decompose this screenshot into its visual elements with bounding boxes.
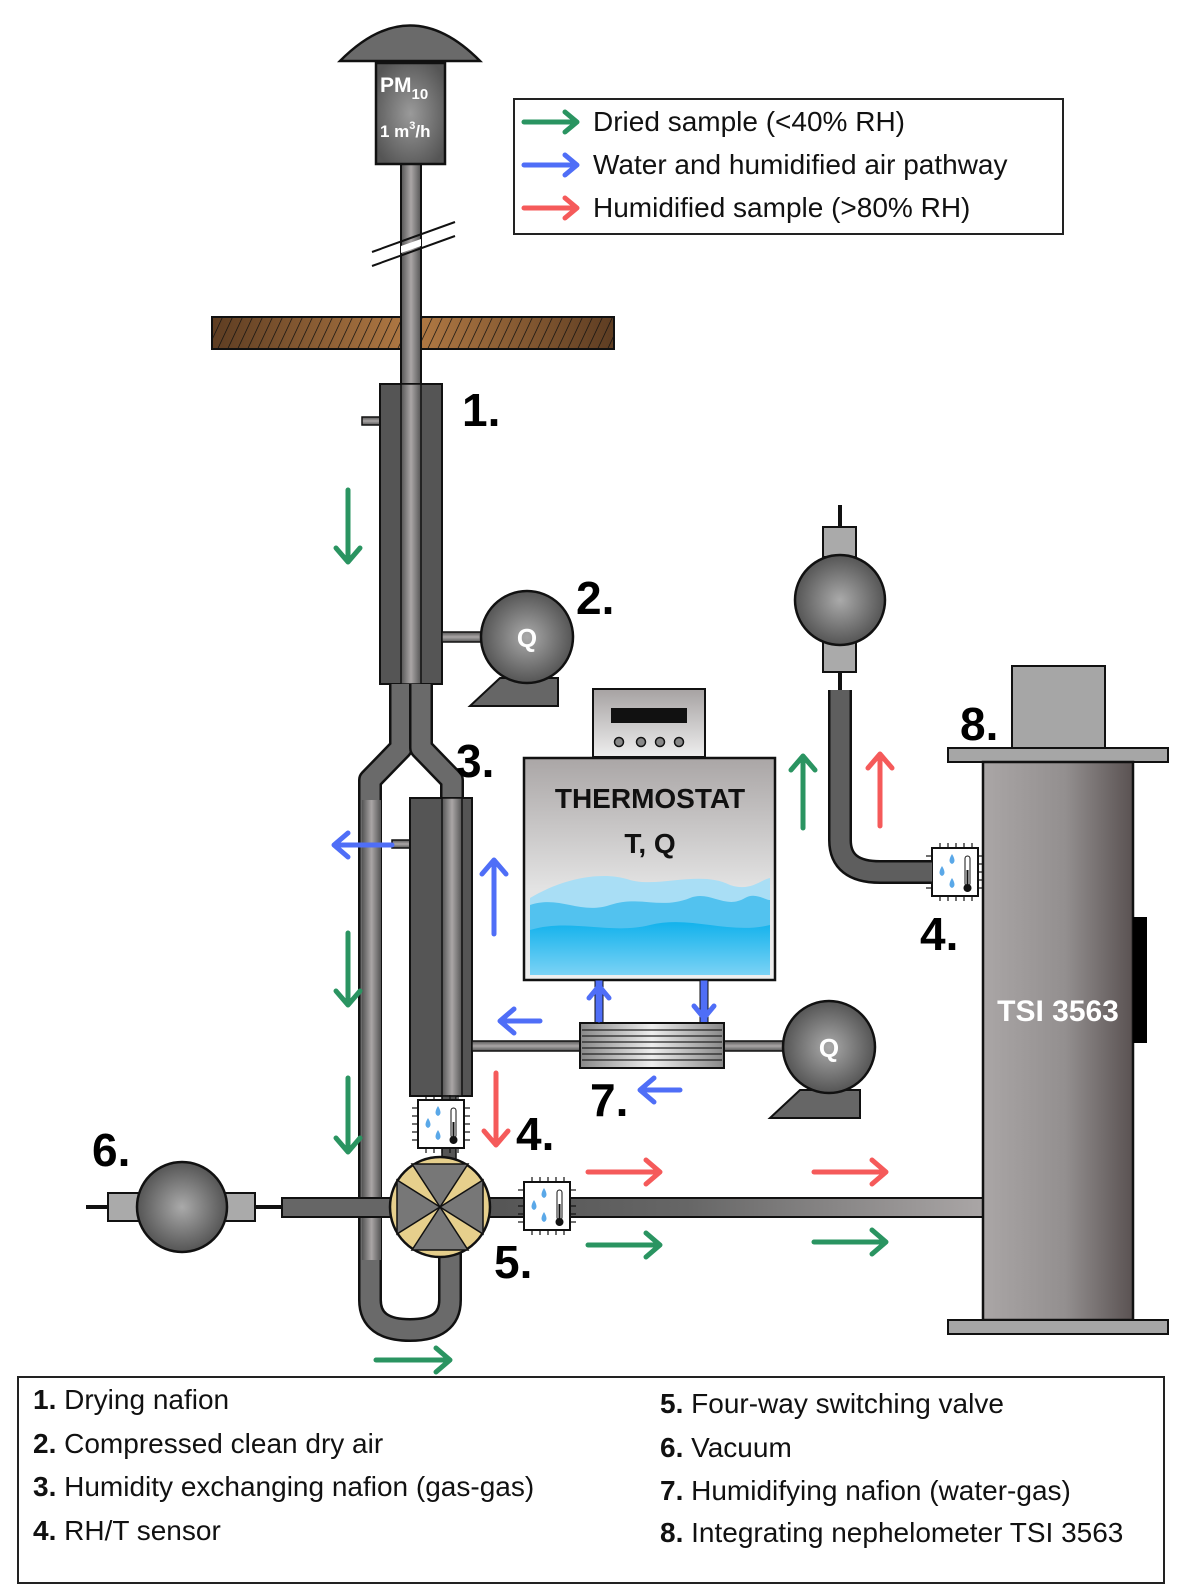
key-number: 6.	[660, 1432, 684, 1463]
rh-t-sensor-nephelometer	[925, 842, 985, 902]
humidifier-pump: Q	[767, 999, 877, 1119]
humidified-flow-arrow	[481, 1070, 511, 1148]
label-1: 1.	[462, 384, 500, 436]
svg-text:PM10: PM10	[380, 74, 428, 103]
label-4-valve: 4.	[516, 1108, 554, 1160]
dried-flow-arrow	[811, 1227, 889, 1257]
water-flow-arrow	[479, 857, 509, 937]
key-number: 7.	[660, 1475, 684, 1506]
key-item-1: 1. Drying nafion	[33, 1384, 229, 1416]
rh-t-sensor-sample-line	[517, 1176, 577, 1236]
humidifier-pump-q-label: Q	[819, 1033, 839, 1063]
red-arrow-icon	[521, 195, 580, 221]
key-item-4: 4. RH/T sensor	[33, 1515, 221, 1547]
pipe-break-marks	[371, 221, 456, 267]
key-number: 8.	[660, 1517, 684, 1548]
water-flow-arrow	[331, 830, 395, 860]
four-way-valve	[388, 1155, 492, 1259]
humidified-flow-arrow	[811, 1157, 889, 1187]
compressed-air-pump: Q	[441, 589, 575, 707]
key-text: Integrating nephelometer TSI 3563	[683, 1517, 1124, 1548]
dried-flow-arrow	[788, 753, 818, 831]
key-text: Four-way switching valve	[683, 1388, 1004, 1419]
component-key: 1. Drying nafion 2. Compressed clean dry…	[17, 1376, 1165, 1584]
label-5: 5.	[494, 1236, 532, 1288]
key-item-7: 7. Humidifying nafion (water-gas)	[660, 1475, 1071, 1507]
legend-label: Dried sample (<40% RH)	[593, 106, 905, 137]
dried-flow-arrow	[333, 487, 363, 565]
inlet-flow-superscript: 3	[409, 120, 415, 132]
inlet-flow-unit: /h	[415, 122, 430, 141]
key-text: Drying nafion	[56, 1384, 230, 1415]
humidified-flow-arrow	[865, 751, 895, 829]
legend-item-water: Water and humidified air pathway	[515, 145, 1008, 185]
water-flow-arrow	[691, 981, 717, 1021]
label-6: 6.	[92, 1124, 130, 1176]
water-flow-arrow	[637, 1075, 683, 1105]
thermostat: THERMOSTAT T, Q	[522, 688, 777, 982]
humidifying-nafion	[579, 1022, 725, 1069]
key-number: 2.	[33, 1428, 57, 1459]
nephelometer-label: TSI 3563	[997, 995, 1119, 1028]
label-3: 3.	[456, 735, 494, 787]
key-item-2: 2. Compressed clean dry air	[33, 1428, 383, 1460]
inlet-label: PM	[380, 74, 412, 97]
legend-item-dried: Dried sample (<40% RH)	[515, 102, 905, 142]
key-item-3: 3. Humidity exchanging nafion (gas-gas)	[33, 1471, 534, 1503]
water-flow-arrow	[497, 1006, 543, 1036]
key-text: Vacuum	[683, 1432, 792, 1463]
key-item-8: 8. Integrating nephelometer TSI 3563	[660, 1517, 1123, 1549]
key-item-6: 6. Vacuum	[660, 1432, 792, 1464]
key-text: Humidity exchanging nafion (gas-gas)	[56, 1471, 535, 1502]
label-4-nephelometer: 4.	[920, 908, 958, 960]
vacuum-pump	[86, 1160, 282, 1254]
legend-label: Humidified sample (>80% RH)	[593, 192, 971, 223]
flow-legend: Dried sample (<40% RH) Water and humidif…	[513, 98, 1064, 235]
legend-label: Water and humidified air pathway	[593, 149, 1008, 180]
nephelometer-exhaust-line	[793, 505, 932, 884]
key-number: 5.	[660, 1388, 684, 1419]
water-flow-arrow	[586, 983, 612, 1023]
humidified-flow-arrow	[585, 1157, 663, 1187]
rh-t-sensor-valve-top	[412, 1095, 470, 1153]
nephelometer-tsi-3563: TSI 3563	[947, 665, 1169, 1335]
key-text: Humidifying nafion (water-gas)	[683, 1475, 1071, 1506]
dried-flow-arrow	[373, 1345, 453, 1375]
thermostat-subtitle: T, Q	[624, 828, 675, 859]
key-item-5: 5. Four-way switching valve	[660, 1388, 1004, 1420]
dried-flow-arrow	[585, 1230, 663, 1260]
inlet-flow-rate: 1 m	[380, 122, 409, 141]
blue-arrow-icon	[521, 152, 580, 178]
pump-q-label: Q	[517, 623, 537, 653]
key-number: 4.	[33, 1515, 57, 1546]
key-text: RH/T sensor	[56, 1515, 221, 1546]
vacuum-line	[281, 1197, 393, 1218]
svg-text:1 m3/h: 1 m3/h	[380, 120, 431, 141]
label-2: 2.	[576, 572, 614, 624]
key-number: 3.	[33, 1471, 57, 1502]
split-tubing	[358, 684, 464, 1342]
dried-flow-arrow	[333, 1075, 363, 1155]
label-7: 7.	[590, 1074, 628, 1126]
green-arrow-icon	[521, 109, 580, 135]
pm10-inlet: PM10 1 m3/h	[337, 24, 483, 166]
dried-flow-arrow	[333, 930, 363, 1008]
thermostat-title: THERMOSTAT	[555, 783, 745, 814]
key-text: Compressed clean dry air	[56, 1428, 384, 1459]
inlet-label-subscript: 10	[412, 86, 429, 103]
label-8: 8.	[960, 698, 998, 750]
legend-item-humidified: Humidified sample (>80% RH)	[515, 188, 970, 228]
key-number: 1.	[33, 1384, 57, 1415]
drying-nafion	[361, 383, 443, 685]
